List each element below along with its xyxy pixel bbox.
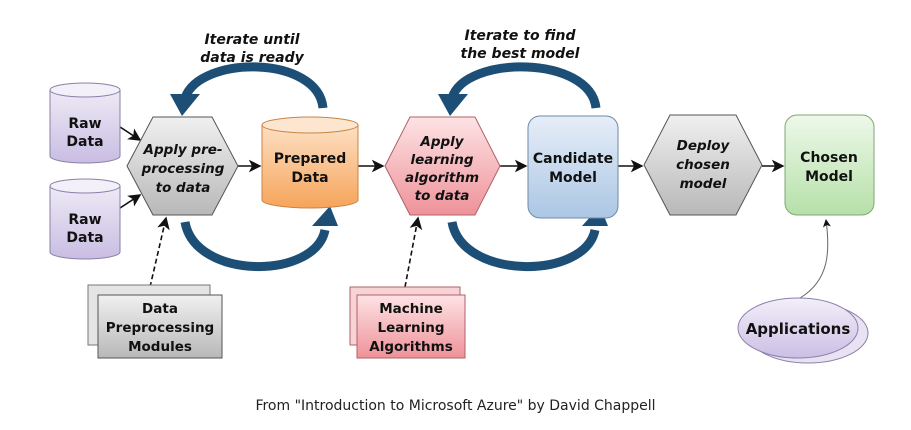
store-label: Prepared xyxy=(274,151,347,167)
model-loop-label: the best model xyxy=(461,46,580,62)
store-label: Data xyxy=(291,170,328,186)
step-label: to data xyxy=(415,188,470,204)
figure-caption: From "Introduction to Microsoft Azure" b… xyxy=(255,398,656,414)
applications-ellipse: Applications xyxy=(737,297,869,364)
data-loop-label: data is ready xyxy=(200,50,304,66)
loop-arrowheads xyxy=(170,94,608,226)
prepared-data-store: Prepared Data xyxy=(261,116,359,209)
raw-data-label: Raw xyxy=(68,116,101,132)
module-label: Data xyxy=(142,301,178,317)
step-label: chosen xyxy=(676,157,730,173)
raw-data-label: Data xyxy=(66,230,103,246)
box-label: Model xyxy=(805,169,853,185)
module-label: Algorithms xyxy=(369,339,452,355)
ml-algorithms-stack: Machine Learning Algorithms xyxy=(349,286,466,359)
raw-data-label: Data xyxy=(66,134,103,150)
chosen-model-box: Chosen Model xyxy=(784,114,875,216)
step-label: algorithm xyxy=(405,170,479,186)
model-loop-label: Iterate to find xyxy=(464,28,576,44)
step-label: to data xyxy=(156,180,211,196)
data-loop-label: Iterate until xyxy=(204,32,299,48)
step-label: Deploy xyxy=(677,138,731,154)
module-label: Machine xyxy=(379,301,443,317)
preprocessing-modules-stack: Data Preprocessing Modules xyxy=(87,284,223,359)
apply-preprocessing-step: Apply pre- processing to data xyxy=(126,116,239,216)
step-label: Apply pre- xyxy=(143,142,223,158)
raw-data-store-1: Raw Data xyxy=(49,82,121,164)
deploy-model-step: Deploy chosen model xyxy=(643,114,763,216)
module-label: Modules xyxy=(128,339,192,355)
step-label: learning xyxy=(410,152,473,168)
flow-arrows xyxy=(119,126,831,299)
box-label: Chosen xyxy=(800,150,858,166)
applications-label: Applications xyxy=(746,320,851,338)
step-label: model xyxy=(680,176,727,192)
apply-learning-step: Apply learning algorithm to data xyxy=(384,116,501,216)
module-label: Learning xyxy=(377,320,444,336)
step-label: Apply xyxy=(419,134,464,150)
step-label: processing xyxy=(141,161,225,177)
module-label: Preprocessing xyxy=(106,320,214,336)
candidate-model-box: Candidate Model xyxy=(527,115,619,219)
raw-data-store-2: Raw Data xyxy=(49,178,121,260)
box-label: Model xyxy=(549,170,597,186)
box-label: Candidate xyxy=(533,151,613,167)
data-loop-arrows xyxy=(180,62,601,271)
raw-data-label: Raw xyxy=(68,212,101,228)
